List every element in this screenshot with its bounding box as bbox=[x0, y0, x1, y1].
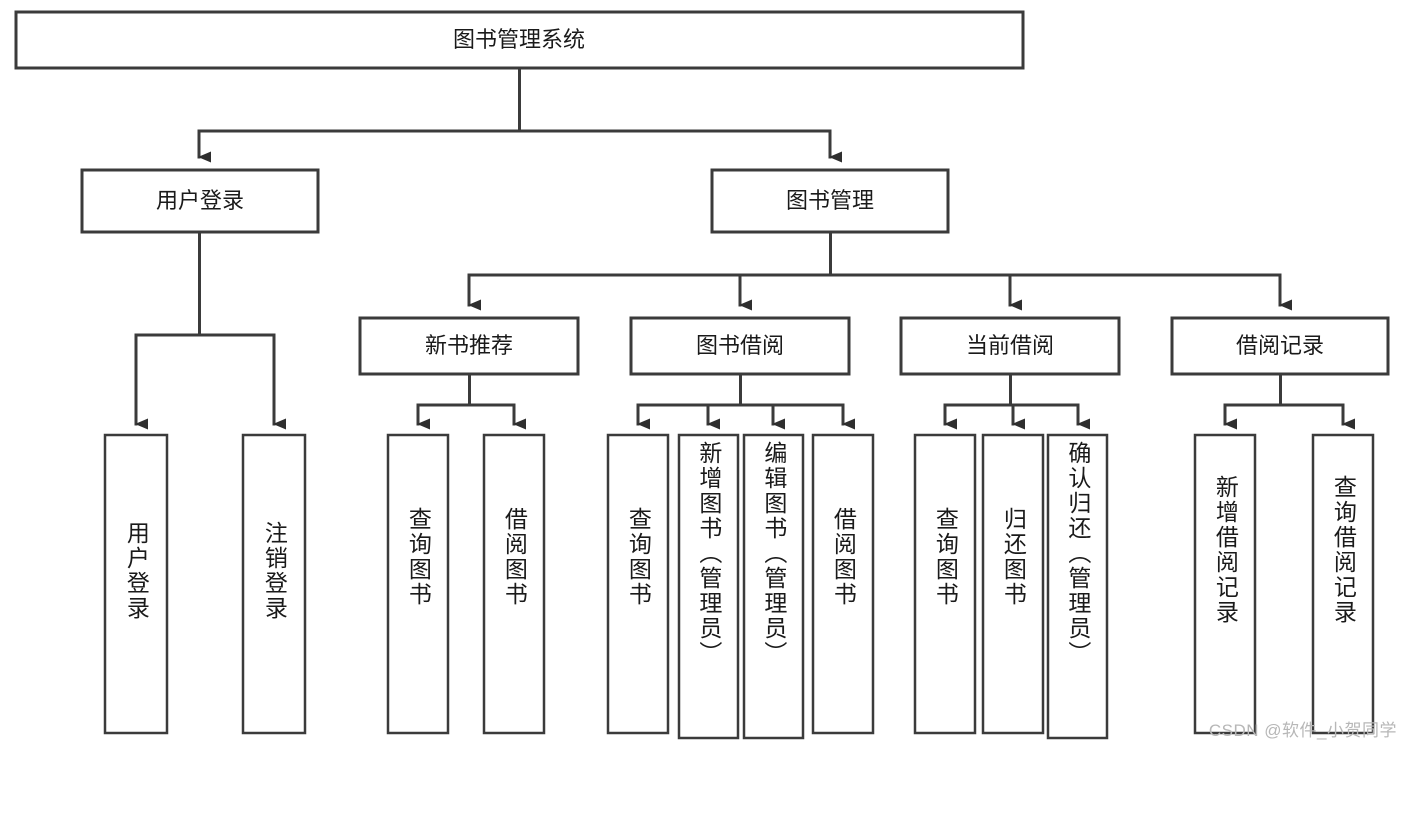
node-user-login-label: 用户登录 bbox=[156, 188, 244, 213]
node-book-borrow[interactable]: 图书借阅 bbox=[629, 316, 851, 376]
node-user-login[interactable]: 用户登录 bbox=[80, 168, 320, 234]
node-leaf-query-book-2[interactable] bbox=[606, 433, 670, 735]
node-leaf-edit-book[interactable] bbox=[742, 433, 805, 740]
node-layer: 图书管理系统 用户登录 图书管理 新书推荐 图书借阅 当前 bbox=[14, 10, 1390, 740]
node-new-book-recommend-label: 新书推荐 bbox=[425, 333, 513, 358]
node-leaf-query-book-1[interactable] bbox=[386, 433, 450, 735]
node-book-manage-label: 图书管理 bbox=[786, 188, 874, 213]
node-root[interactable]: 图书管理系统 bbox=[14, 10, 1025, 70]
csdn-watermark: CSDN @软件_小贺同学 bbox=[1208, 721, 1397, 740]
node-leaf-return-book[interactable] bbox=[981, 433, 1045, 735]
node-book-borrow-label: 图书借阅 bbox=[696, 333, 784, 358]
node-leaf-confirm-return[interactable] bbox=[1046, 433, 1109, 740]
node-leaf-query-record[interactable] bbox=[1311, 433, 1375, 735]
node-leaf-user-logout[interactable] bbox=[241, 433, 307, 735]
node-borrow-record[interactable]: 借阅记录 bbox=[1170, 316, 1390, 376]
node-leaf-add-book[interactable] bbox=[677, 433, 740, 740]
connector-layer bbox=[134, 66, 1355, 430]
node-leaf-add-record[interactable] bbox=[1193, 433, 1257, 735]
node-leaf-borrow-book-2[interactable] bbox=[811, 433, 875, 735]
node-root-label: 图书管理系统 bbox=[453, 27, 585, 52]
flowchart-diagram: 图书管理系统 用户登录 图书管理 新书推荐 图书借阅 当前 bbox=[14, 10, 1397, 740]
node-book-manage[interactable]: 图书管理 bbox=[710, 168, 950, 234]
diagram-canvas: 图书管理系统 用户登录 图书管理 新书推荐 图书借阅 当前 bbox=[14, 10, 1390, 740]
node-leaf-user-login[interactable] bbox=[103, 433, 169, 735]
node-current-borrow[interactable]: 当前借阅 bbox=[899, 316, 1121, 376]
node-borrow-record-label: 借阅记录 bbox=[1236, 333, 1324, 358]
node-new-book-recommend[interactable]: 新书推荐 bbox=[358, 316, 580, 376]
node-leaf-query-book-3[interactable] bbox=[913, 433, 977, 735]
node-current-borrow-label: 当前借阅 bbox=[966, 333, 1054, 358]
node-leaf-borrow-book-1[interactable] bbox=[482, 433, 546, 735]
